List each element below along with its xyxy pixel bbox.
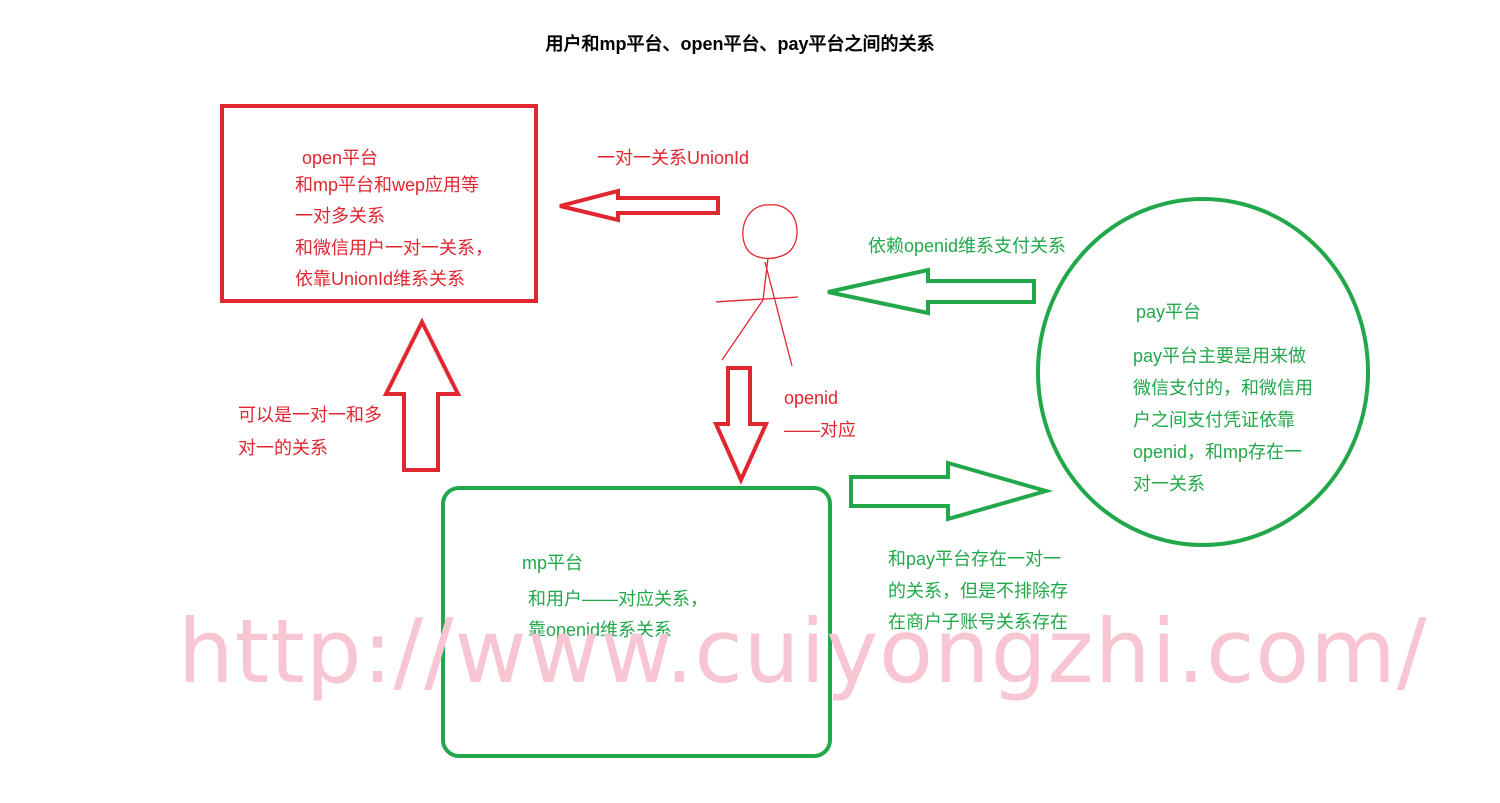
mp-to-pay-arrow xyxy=(849,460,1054,522)
user-to-mp-label: ——对应 xyxy=(784,420,856,440)
pay-platform-line: pay平台主要是用来做 xyxy=(1133,346,1307,366)
pay-platform-line: openid，和mp存在一 xyxy=(1133,442,1303,462)
mp-platform-heading: mp平台 xyxy=(522,553,584,573)
open-platform-line: 和mp平台和wep应用等 xyxy=(295,175,480,195)
open-platform-line: 一对多关系 xyxy=(295,206,385,226)
open-platform-heading: open平台 xyxy=(302,148,379,168)
pay-platform-line: 对一关系 xyxy=(1133,474,1205,494)
mp-to-pay-label: 在商户子账号关系存在 xyxy=(888,612,1068,632)
user-to-open-arrow xyxy=(559,188,720,223)
user-to-mp-label: openid xyxy=(784,388,839,408)
mp-to-open-arrow xyxy=(382,317,462,472)
mp-to-pay-label: 的关系，但是不排除存 xyxy=(888,581,1068,601)
pay-platform-line: 微信支付的，和微信用 xyxy=(1133,378,1313,398)
watermark: http://www.cuiyongzhi.com/ xyxy=(178,600,1428,703)
open-platform-box xyxy=(220,104,538,303)
mp-to-pay-label: 和pay平台存在一对一 xyxy=(888,549,1062,569)
pay-platform-heading: pay平台 xyxy=(1136,302,1202,322)
mp-platform-box xyxy=(441,486,832,758)
pay-platform-line: 户之间支付凭证依靠 xyxy=(1133,410,1295,430)
pay-to-user-arrow xyxy=(827,267,1036,316)
mp-platform-line: 靠openid维系关系 xyxy=(528,620,673,640)
pay-platform-circle xyxy=(1036,197,1370,547)
mp-to-open-label: 可以是一对一和多 xyxy=(238,405,382,425)
mp-to-open-label: 对一的关系 xyxy=(238,438,328,458)
open-platform-line: 和微信用户一对一关系， xyxy=(295,238,493,258)
pay-to-user-label: 依赖openid维系支付关系 xyxy=(868,236,1067,256)
open-platform-line: 依靠UnionId维系关系 xyxy=(295,269,466,289)
user-to-open-label: 一对一关系UnionId xyxy=(597,148,750,168)
user-to-mp-arrow xyxy=(712,366,770,485)
user-stick-figure xyxy=(715,204,799,367)
diagram-title: 用户和mp平台、open平台、pay平台之间的关系 xyxy=(545,34,935,54)
mp-platform-line: 和用户——对应关系， xyxy=(528,589,708,609)
